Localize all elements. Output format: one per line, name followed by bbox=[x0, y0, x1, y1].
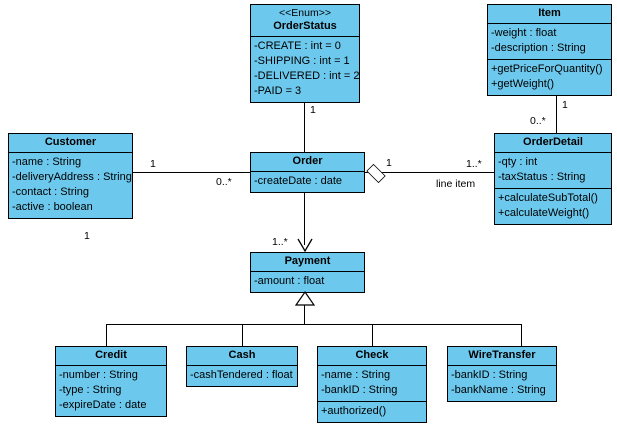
class-box-wire-transfer[interactable]: WireTransfer -bankID : String -bankName … bbox=[447, 346, 557, 402]
class-name-customer: Customer bbox=[44, 136, 97, 148]
attributes-credit: -number : String -type : String -expireD… bbox=[56, 366, 166, 416]
multiplicity-orderdetail-aggregation: 1..* bbox=[466, 158, 482, 170]
multiplicity-order-side: 0..* bbox=[216, 176, 232, 188]
attributes-wire-transfer: -bankID : String -bankName : String bbox=[448, 366, 556, 401]
multiplicity-orderdetail-side: 0..* bbox=[530, 115, 546, 127]
attribute-row: -PAID = 3 bbox=[254, 85, 302, 97]
class-name-payment: Payment bbox=[284, 255, 331, 267]
edge-orderstatus-order bbox=[304, 100, 305, 154]
class-header-item: Item bbox=[488, 5, 611, 24]
operations-order-detail: +calculateSubTotal() +calculateWeight() bbox=[495, 188, 611, 224]
class-box-order-status[interactable]: <<Enum>> OrderStatus -CREATE : int = 0 -… bbox=[250, 4, 360, 103]
class-box-order[interactable]: Order -createDate : date bbox=[250, 152, 365, 193]
generalization-triangle-payment bbox=[294, 290, 316, 306]
attribute-row: -name : String bbox=[12, 156, 82, 168]
operations-item: +getPriceForQuantity() +getWeight() bbox=[488, 59, 611, 95]
class-header-customer: Customer bbox=[9, 134, 132, 153]
class-name-order: Order bbox=[292, 155, 323, 167]
operation-row: +getPriceForQuantity() bbox=[491, 63, 603, 75]
class-header-order: Order bbox=[251, 153, 364, 172]
multiplicity-item-side: 1 bbox=[562, 99, 568, 111]
attributes-order-detail: -qty : int -taxStatus : String bbox=[495, 153, 611, 188]
multiplicity-customer-side: 1 bbox=[150, 158, 156, 170]
edge-generalization-stem bbox=[304, 305, 305, 324]
attribute-row: -weight : float bbox=[491, 27, 557, 39]
class-name-cash: Cash bbox=[228, 349, 256, 361]
class-name-order-detail: OrderDetail bbox=[523, 136, 583, 148]
attributes-payment: -amount : float bbox=[251, 272, 364, 292]
attributes-customer: -name : String -deliveryAddress : String… bbox=[9, 153, 132, 218]
stereotype-enum: <<Enum>> bbox=[279, 7, 331, 19]
multiplicity-order-aggregation: 1 bbox=[386, 157, 392, 169]
multiplicity-customer-below: 1 bbox=[84, 230, 90, 242]
class-box-check[interactable]: Check -name : String -bankID : String +a… bbox=[317, 346, 427, 423]
attribute-row: -SHIPPING : int = 1 bbox=[254, 55, 350, 67]
class-box-payment[interactable]: Payment -amount : float bbox=[250, 252, 365, 293]
attribute-row: -active : boolean bbox=[12, 201, 93, 213]
edge-customer-order bbox=[133, 172, 250, 173]
edge-generalization-cash bbox=[242, 324, 243, 346]
multiplicity-orderstatus-order: 1 bbox=[310, 104, 316, 116]
attribute-row: -contact : String bbox=[12, 186, 90, 198]
attribute-row: -createDate : date bbox=[254, 175, 343, 187]
attribute-row: -description : String bbox=[491, 42, 586, 54]
attribute-row: -bankID : String bbox=[321, 384, 398, 396]
attribute-row: -expireDate : date bbox=[59, 399, 147, 411]
edge-generalization-credit bbox=[106, 324, 107, 346]
operations-check: +authorized() bbox=[318, 401, 426, 422]
attribute-row: -cashTendered : float bbox=[190, 369, 293, 381]
open-arrow-payment bbox=[297, 238, 313, 253]
attribute-row: -name : String bbox=[321, 369, 391, 381]
attribute-row: -DELIVERED : int = 2 bbox=[254, 70, 360, 82]
class-box-item[interactable]: Item -weight : float -description : Stri… bbox=[487, 4, 612, 96]
attribute-row: -CREATE : int = 0 bbox=[254, 40, 341, 52]
attributes-check: -name : String -bankID : String bbox=[318, 366, 426, 401]
attributes-cash: -cashTendered : float bbox=[187, 366, 297, 386]
operation-row: +calculateSubTotal() bbox=[498, 192, 598, 204]
attribute-row: -bankID : String bbox=[451, 369, 528, 381]
edge-order-payment bbox=[304, 191, 305, 245]
class-box-customer[interactable]: Customer -name : String -deliveryAddress… bbox=[8, 133, 133, 219]
attribute-row: -bankName : String bbox=[451, 384, 546, 396]
class-name-check: Check bbox=[355, 349, 389, 361]
attributes-order: -createDate : date bbox=[251, 172, 364, 192]
class-name-item: Item bbox=[538, 7, 561, 19]
attributes-order-status: -CREATE : int = 0 -SHIPPING : int = 1 -D… bbox=[251, 37, 359, 102]
attribute-row: -type : String bbox=[59, 384, 122, 396]
attribute-row: -taxStatus : String bbox=[498, 171, 586, 183]
class-header-order-status: <<Enum>> OrderStatus bbox=[251, 5, 359, 37]
aggregation-diamond-order bbox=[366, 163, 386, 184]
attribute-row: -deliveryAddress : String bbox=[12, 171, 132, 183]
class-name-credit: Credit bbox=[95, 349, 127, 361]
attribute-row: -amount : float bbox=[254, 275, 325, 287]
class-name-order-status: OrderStatus bbox=[273, 20, 337, 32]
class-header-payment: Payment bbox=[251, 253, 364, 272]
class-header-check: Check bbox=[318, 347, 426, 366]
edge-generalization-wiretransfer bbox=[521, 324, 522, 346]
edge-item-orderdetail bbox=[556, 95, 557, 133]
class-header-wire-transfer: WireTransfer bbox=[448, 347, 556, 366]
attribute-row: -qty : int bbox=[498, 156, 538, 168]
edge-order-orderdetail bbox=[365, 172, 494, 173]
class-box-credit[interactable]: Credit -number : String -type : String -… bbox=[55, 346, 167, 417]
attributes-item: -weight : float -description : String bbox=[488, 24, 611, 59]
class-box-cash[interactable]: Cash -cashTendered : float bbox=[186, 346, 298, 387]
multiplicity-order-payment: 1..* bbox=[272, 236, 288, 248]
edge-generalization-bus bbox=[106, 324, 521, 325]
attribute-row: -number : String bbox=[59, 369, 138, 381]
operation-row: +getWeight() bbox=[491, 78, 555, 90]
class-header-order-detail: OrderDetail bbox=[495, 134, 611, 153]
edge-generalization-check bbox=[372, 324, 373, 346]
class-header-credit: Credit bbox=[56, 347, 166, 366]
operation-row: +calculateWeight() bbox=[498, 207, 590, 219]
class-box-order-detail[interactable]: OrderDetail -qty : int -taxStatus : Stri… bbox=[494, 133, 612, 225]
association-label-line-item: line item bbox=[436, 178, 476, 190]
class-name-wire-transfer: WireTransfer bbox=[468, 349, 536, 361]
operation-row: +authorized() bbox=[321, 405, 387, 417]
class-header-cash: Cash bbox=[187, 347, 297, 366]
